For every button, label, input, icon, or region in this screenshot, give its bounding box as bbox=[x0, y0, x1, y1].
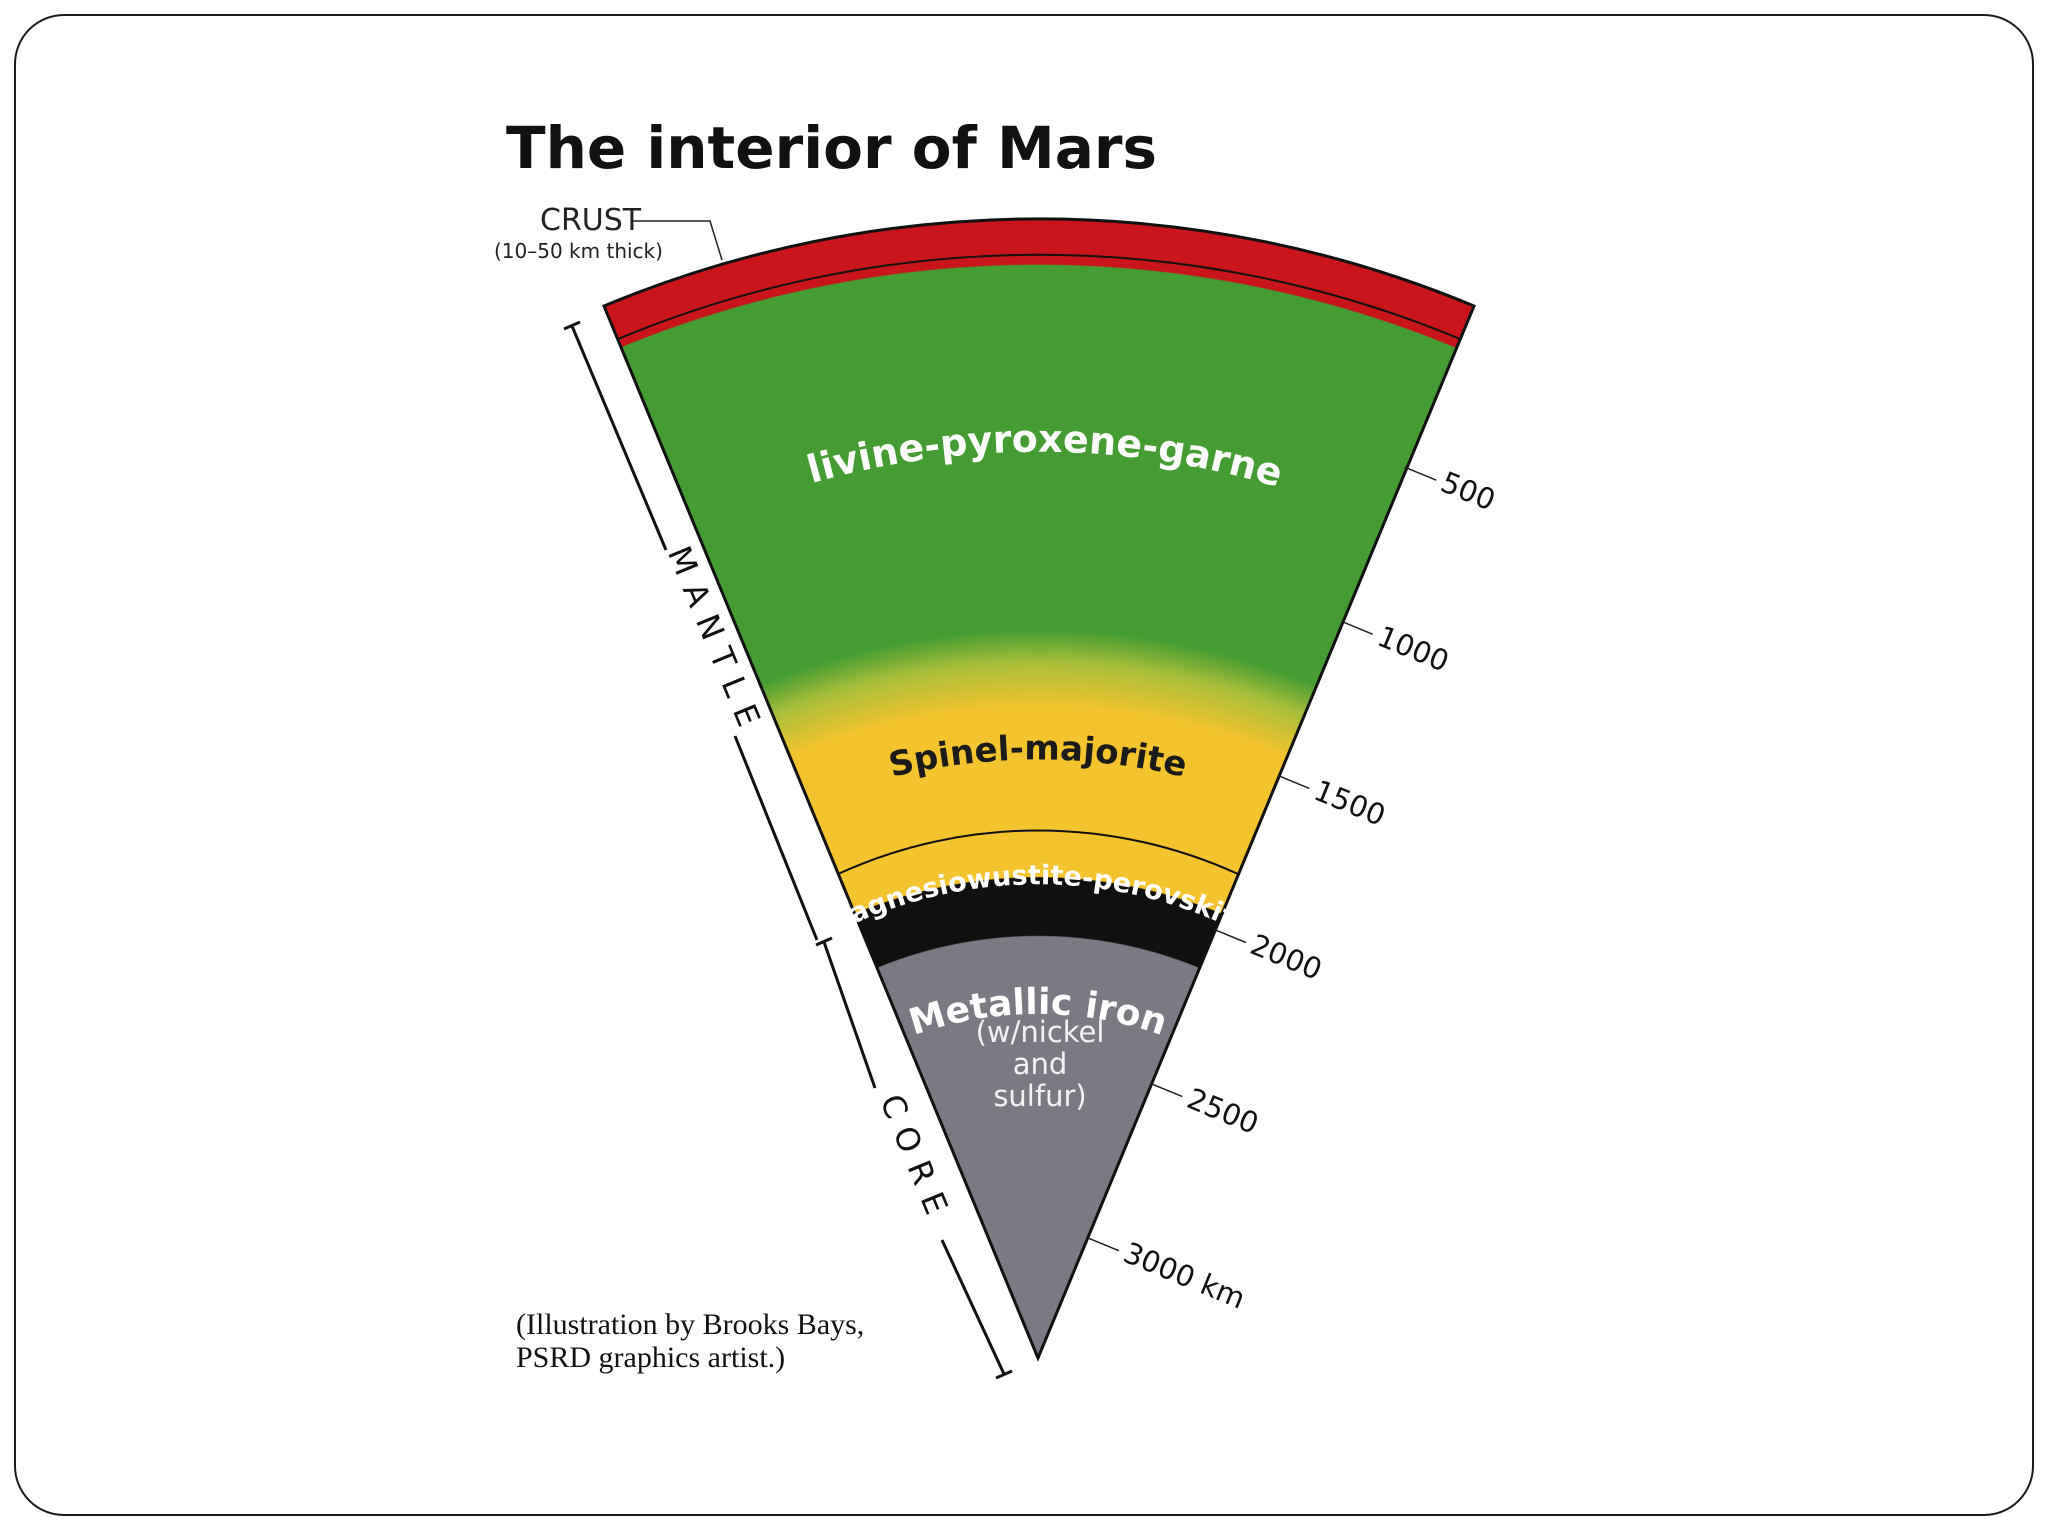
core-bracket-upper bbox=[822, 941, 877, 1089]
depth-label-500: 500 bbox=[1436, 465, 1500, 518]
depth-label-3000: 3000 km bbox=[1119, 1235, 1250, 1315]
depth-tick-1000 bbox=[1341, 620, 1374, 635]
wedge-outline bbox=[602, 217, 1476, 1362]
depth-label-1500: 1500 bbox=[1309, 773, 1390, 833]
core-composition-line2: and bbox=[1013, 1047, 1068, 1081]
core-composition-line1: (w/nickel bbox=[976, 1015, 1105, 1049]
credit-line1: (Illustration by Brooks Bays, bbox=[516, 1308, 864, 1341]
depth-tick-2000 bbox=[1214, 928, 1247, 944]
credit-line2: PSRD graphics artist.) bbox=[516, 1341, 785, 1374]
depth-label-1000: 1000 bbox=[1373, 619, 1454, 679]
region-bracket bbox=[563, 320, 1013, 1380]
planet-wedge bbox=[604, 218, 1474, 1359]
core-composition-line3: sulfur) bbox=[993, 1079, 1086, 1113]
bracket-top-cap bbox=[563, 320, 581, 331]
crust-thickness-note: (10–50 km thick) bbox=[494, 239, 663, 263]
depth-tick-1500 bbox=[1277, 774, 1310, 790]
depth-label-2000: 2000 bbox=[1246, 927, 1327, 987]
depth-label-2500: 2500 bbox=[1182, 1081, 1263, 1141]
depth-tick-500 bbox=[1404, 466, 1437, 481]
mantle-bracket-lower bbox=[733, 735, 819, 941]
crust-inner-boundary bbox=[617, 253, 1461, 340]
magnesio-outer-boundary bbox=[837, 829, 1239, 875]
crust-label: CRUST bbox=[540, 203, 642, 238]
depth-tick-3000 bbox=[1087, 1237, 1120, 1252]
crust-leader-line bbox=[632, 220, 723, 261]
depth-tick-2500 bbox=[1150, 1083, 1183, 1098]
bracket-bottom-cap bbox=[995, 1369, 1013, 1380]
bracket-divider-tick bbox=[815, 936, 833, 947]
diagram-title: The interior of Mars bbox=[506, 114, 1157, 182]
mantle-bracket-upper bbox=[570, 325, 668, 551]
core-bracket-lower bbox=[940, 1239, 1006, 1375]
